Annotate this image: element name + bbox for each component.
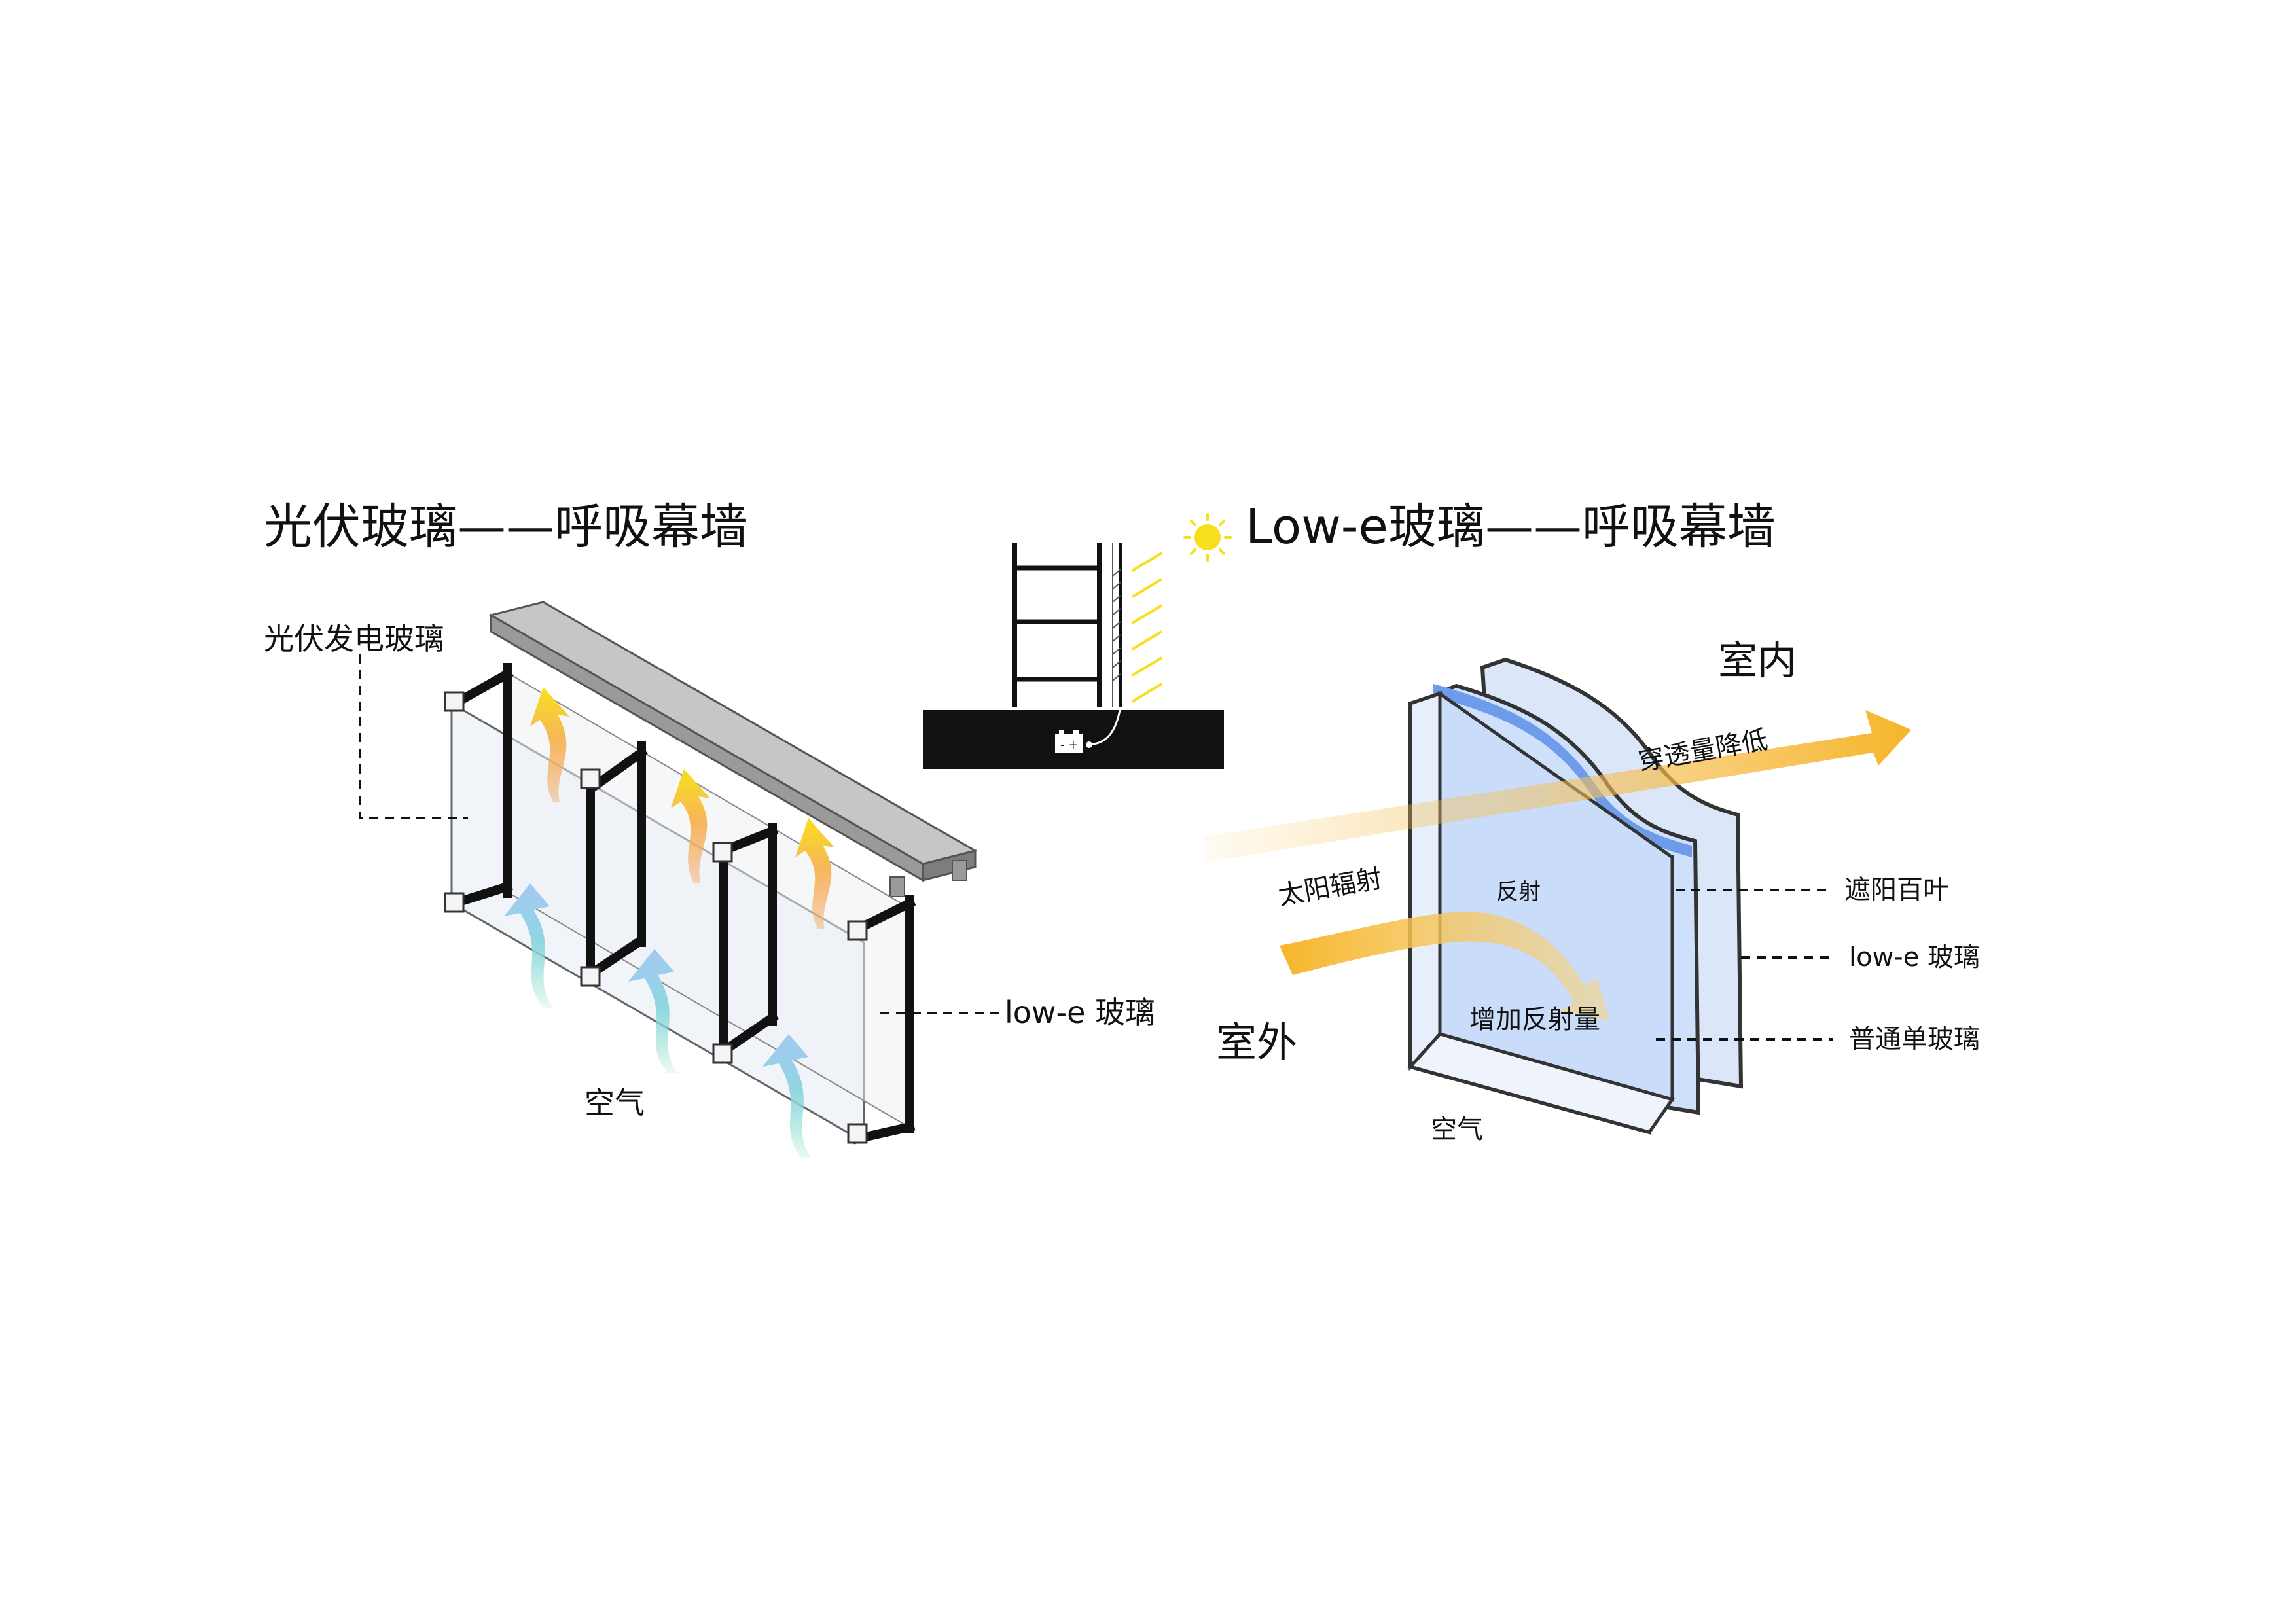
- label-reflection: 反射: [1496, 879, 1541, 905]
- label-increase-reflection: 增加反射量: [1469, 1005, 1600, 1035]
- sun-icon: [1183, 513, 1232, 562]
- sunlight-rays: [1131, 552, 1163, 703]
- plug-icon: [1086, 706, 1122, 748]
- leader-line-pv-glass: [359, 654, 468, 819]
- warm-air-arrows: [530, 687, 834, 929]
- warm-air-arrow: [795, 818, 834, 929]
- label-lowe-glass-left: low-e 玻璃: [1005, 995, 1156, 1030]
- warm-air-arrow: [530, 687, 569, 802]
- label-lowe-glass-right: low-e 玻璃: [1849, 942, 1981, 972]
- label-shading-louver: 遮阳百叶: [1844, 875, 1949, 905]
- label-single-glass: 普通单玻璃: [1849, 1024, 1980, 1054]
- warm-air-arrow: [671, 769, 710, 883]
- right-title: Low-e玻璃——呼吸幕墙: [1246, 499, 1776, 555]
- svg-text:- +: - +: [1060, 738, 1078, 752]
- air-inflow-arrow: [762, 1034, 812, 1158]
- transmission-arrow: [1204, 710, 1911, 863]
- reflection-arrow: [1280, 912, 1610, 1021]
- left-title: 光伏玻璃——呼吸幕墙: [264, 499, 748, 555]
- pv-curtain-wall-diagram: [359, 601, 1001, 1158]
- lowe-curtain-wall-diagram: [1183, 513, 1911, 1135]
- air-inflow-arrows: [504, 883, 812, 1158]
- label-indoor: 室内: [1718, 638, 1797, 684]
- label-pv-glass: 光伏发电玻璃: [264, 621, 444, 656]
- label-air-right: 空气: [1431, 1115, 1483, 1145]
- frame-nodes: [444, 691, 868, 1144]
- battery-icon: - +: [1055, 730, 1083, 753]
- air-inflow-arrow: [504, 883, 553, 1008]
- lowe-coating: [1433, 684, 1692, 857]
- center-section-diagram: - +: [923, 543, 1224, 769]
- air-inflow-arrow: [628, 949, 677, 1073]
- label-air-left: 空气: [584, 1085, 645, 1120]
- label-outdoor: 室外: [1216, 1018, 1298, 1066]
